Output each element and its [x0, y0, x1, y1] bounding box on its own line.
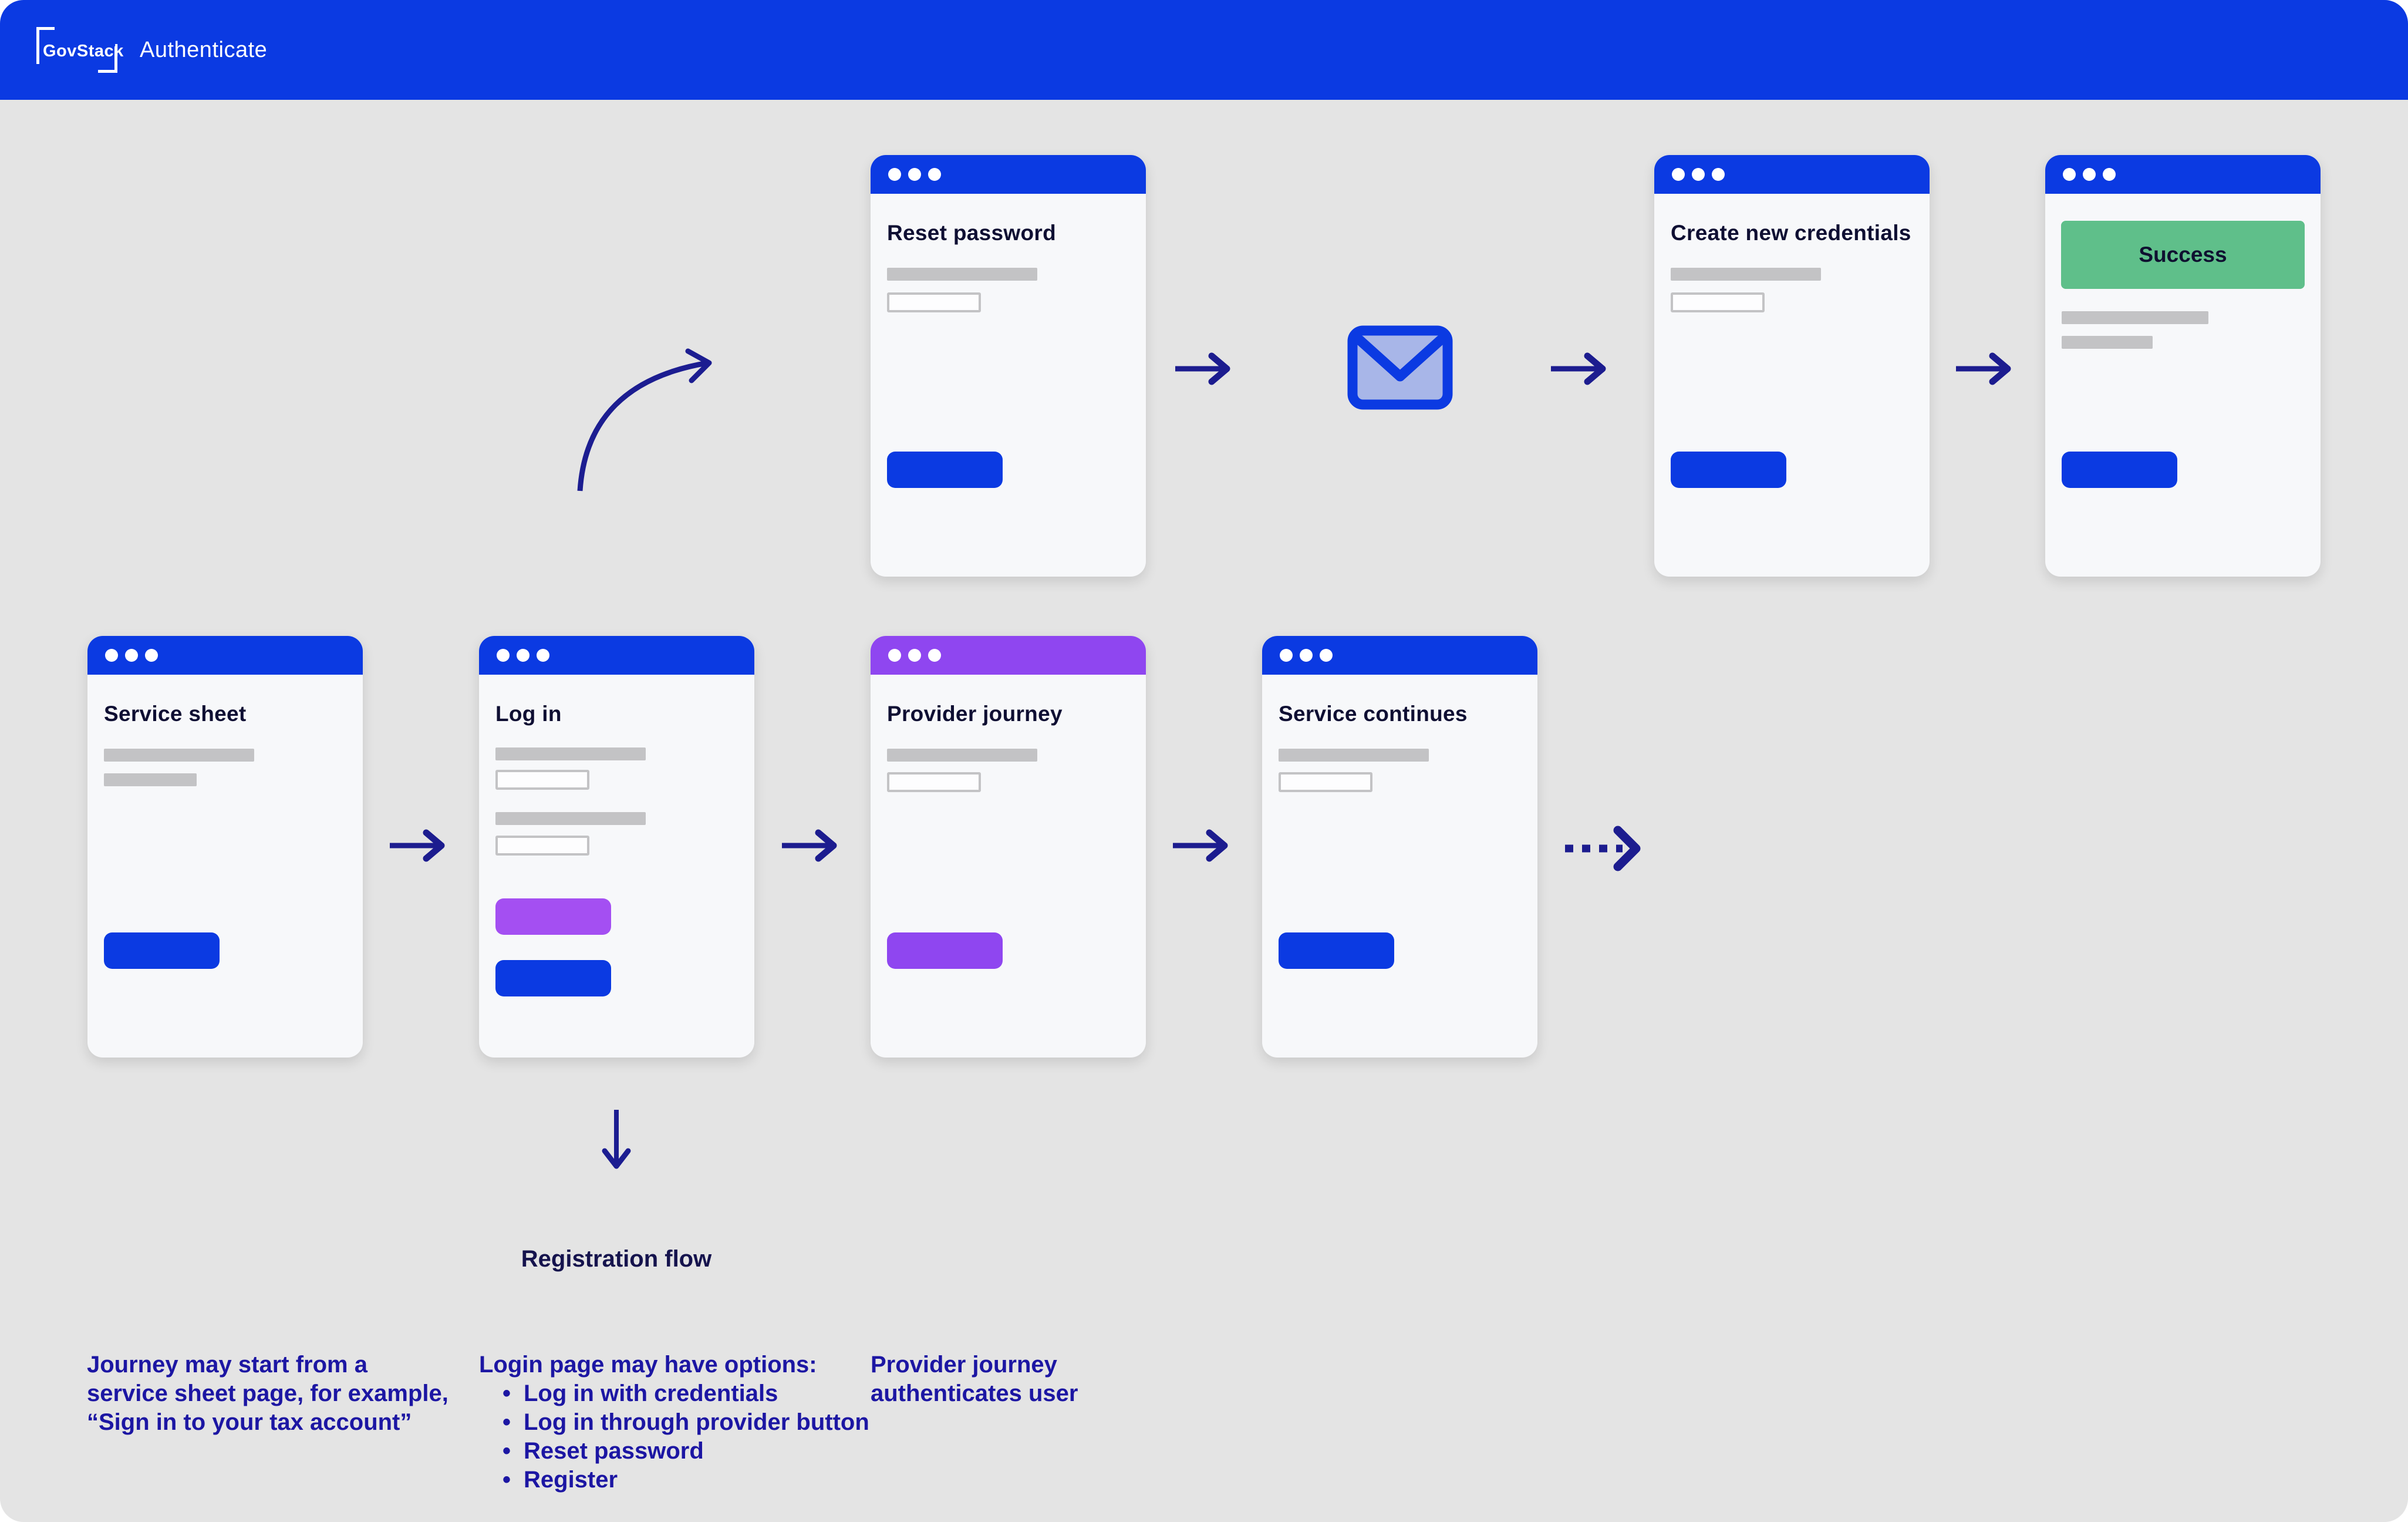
- window-titlebar: [1262, 636, 1537, 675]
- window-dot-icon: [125, 649, 138, 662]
- window-dot-icon: [1320, 649, 1333, 662]
- window-titlebar: [871, 636, 1146, 675]
- success-banner: Success: [2061, 221, 2305, 289]
- window-success: Success: [2045, 155, 2321, 577]
- provider-button-skeleton[interactable]: [887, 932, 1003, 969]
- annotation-bullet-item: Log in with credentials: [479, 1379, 869, 1408]
- window-service-sheet: Service sheet: [87, 636, 363, 1058]
- curved-arrow-icon: [577, 348, 712, 491]
- annotation-provider-auth: Provider journey authenticates user: [871, 1351, 1078, 1408]
- window-dot-icon: [2103, 168, 2116, 181]
- registration-flow-label: Registration flow: [521, 1246, 712, 1272]
- text-input-skeleton[interactable]: [1279, 772, 1372, 792]
- window-create-credentials: Create new credentials: [1654, 155, 1930, 577]
- annotation-line: authenticates user: [871, 1380, 1078, 1406]
- window-dot-icon: [1712, 168, 1725, 181]
- window-dot-icon: [105, 649, 118, 662]
- window-dot-icon: [1672, 168, 1685, 181]
- window-dot-icon: [1280, 649, 1293, 662]
- login-button-skeleton[interactable]: [495, 960, 611, 996]
- window-dot-icon: [888, 168, 901, 181]
- window-dot-icon: [888, 649, 901, 662]
- window-heading: Create new credentials: [1671, 221, 1911, 245]
- window-heading: Reset password: [887, 221, 1056, 245]
- text-input-skeleton[interactable]: [1671, 292, 1765, 312]
- arrow-right-icon: [1173, 829, 1228, 862]
- provider-login-button-skeleton[interactable]: [495, 898, 611, 935]
- window-dot-icon: [1692, 168, 1705, 181]
- annotation-intro: Login page may have options:: [479, 1352, 817, 1378]
- text-input-skeleton[interactable]: [887, 772, 981, 792]
- logo-bracket-bottom-right: [98, 46, 117, 73]
- placeholder-text-bar: [104, 773, 197, 786]
- window-dot-icon: [2083, 168, 2096, 181]
- arrow-right-icon: [1956, 352, 2011, 385]
- annotation-line: Provider journey: [871, 1352, 1057, 1378]
- arrow-right-icon: [782, 829, 837, 862]
- username-input-skeleton[interactable]: [495, 770, 589, 790]
- window-dot-icon: [908, 649, 921, 662]
- window-reset-password: Reset password: [871, 155, 1146, 577]
- window-titlebar: [1654, 155, 1930, 194]
- primary-button-skeleton[interactable]: [1671, 452, 1786, 488]
- window-provider-journey: Provider journey: [871, 636, 1146, 1058]
- arrow-right-icon: [1551, 352, 1606, 385]
- arrow-down-icon: [602, 1110, 631, 1169]
- annotation-line: “Sign in to your tax account”: [87, 1409, 412, 1435]
- window-dot-icon: [928, 649, 941, 662]
- app-header: GovStack Authenticate: [0, 0, 2408, 100]
- window-dot-icon: [2063, 168, 2076, 181]
- placeholder-label-bar: [495, 747, 646, 760]
- window-dot-icon: [908, 168, 921, 181]
- window-heading: Service sheet: [104, 702, 247, 726]
- govstack-logo: GovStack: [36, 27, 123, 73]
- window-dot-icon: [145, 649, 158, 662]
- primary-button-skeleton[interactable]: [2062, 452, 2177, 488]
- annotation-line: Journey may start from a: [87, 1352, 367, 1378]
- window-login: Log in: [479, 636, 754, 1058]
- email-icon: [1347, 325, 1453, 410]
- primary-button-skeleton[interactable]: [104, 932, 220, 969]
- window-service-continues: Service continues: [1262, 636, 1537, 1058]
- window-titlebar: [871, 155, 1146, 194]
- window-heading: Log in: [495, 702, 562, 726]
- password-input-skeleton[interactable]: [495, 836, 589, 856]
- window-titlebar: [87, 636, 363, 675]
- placeholder-text-bar: [2062, 311, 2208, 324]
- annotation-line: service sheet page, for example,: [87, 1380, 448, 1406]
- window-titlebar: [479, 636, 754, 675]
- annotation-login-options: Login page may have options: Log in with…: [479, 1351, 869, 1494]
- placeholder-text-bar: [2062, 336, 2153, 349]
- annotation-bullet-item: Register: [479, 1466, 869, 1494]
- window-dot-icon: [537, 649, 549, 662]
- placeholder-label-bar: [887, 268, 1037, 281]
- annotation-journey-start: Journey may start from a service sheet p…: [87, 1351, 448, 1437]
- placeholder-text-bar: [104, 749, 254, 762]
- window-dot-icon: [1300, 649, 1313, 662]
- primary-button-skeleton[interactable]: [887, 452, 1003, 488]
- placeholder-label-bar: [1671, 268, 1821, 281]
- dashed-arrow-right-icon: [1565, 826, 1641, 871]
- logo-text: GovStack: [43, 42, 124, 60]
- placeholder-label-bar: [495, 812, 646, 825]
- placeholder-label-bar: [887, 749, 1037, 762]
- annotation-bullet-item: Reset password: [479, 1437, 869, 1466]
- text-input-skeleton[interactable]: [887, 292, 981, 312]
- window-heading: Service continues: [1279, 702, 1468, 726]
- window-heading: Provider journey: [887, 702, 1063, 726]
- primary-button-skeleton[interactable]: [1279, 932, 1394, 969]
- arrow-right-icon: [1175, 352, 1230, 385]
- window-dot-icon: [497, 649, 510, 662]
- page-title: Authenticate: [140, 37, 268, 62]
- annotation-bullet-item: Log in through provider button: [479, 1408, 869, 1437]
- window-dot-icon: [928, 168, 941, 181]
- window-dot-icon: [517, 649, 530, 662]
- logo-bracket-top-left: [36, 27, 55, 64]
- window-titlebar: [2045, 155, 2321, 194]
- placeholder-label-bar: [1279, 749, 1429, 762]
- arrow-right-icon: [390, 829, 445, 862]
